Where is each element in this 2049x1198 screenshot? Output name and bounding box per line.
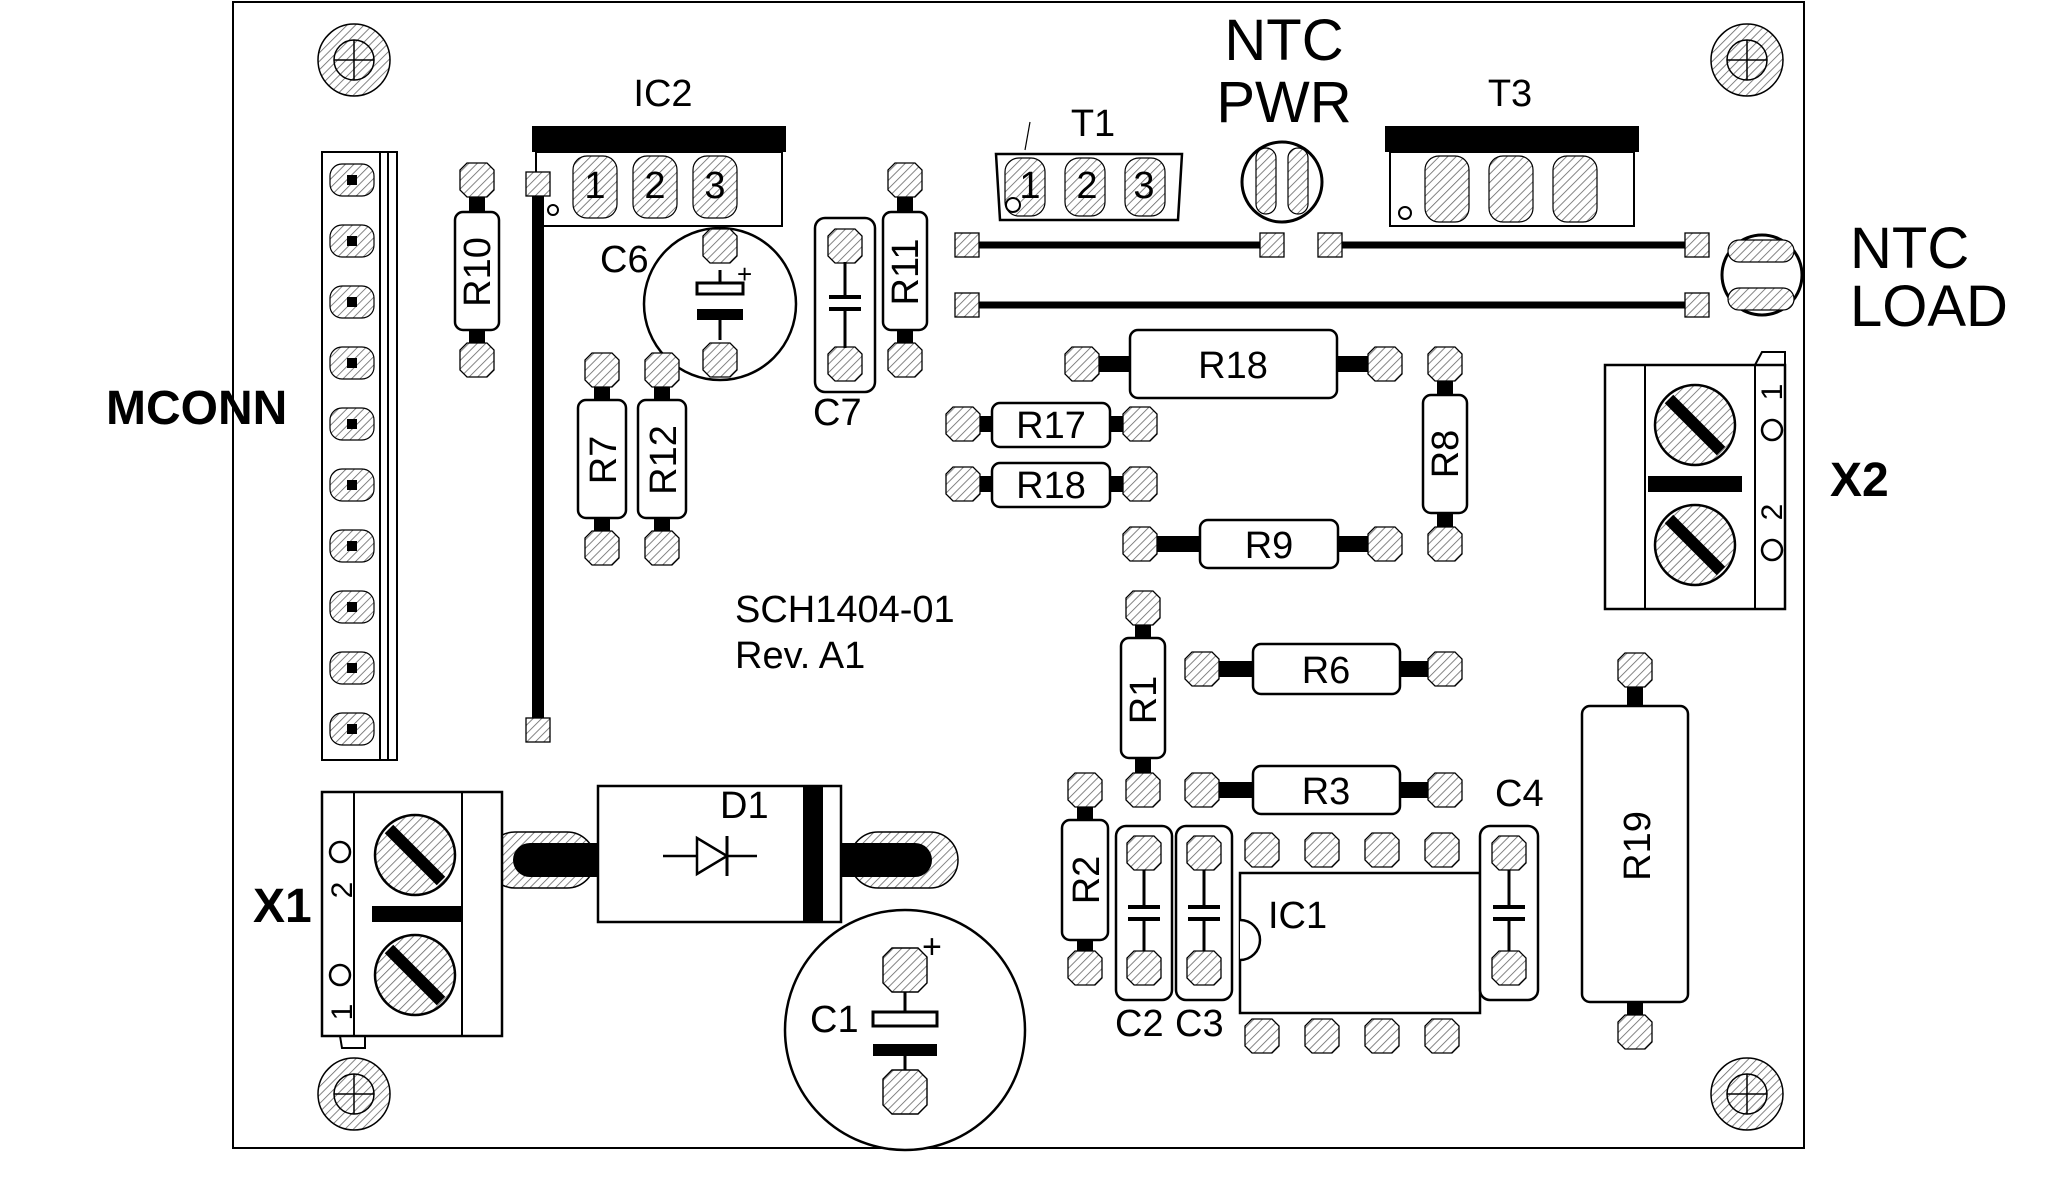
t1-pin-3: 3 [1133, 165, 1154, 207]
r11-label: R11 [885, 239, 927, 306]
ic2-pin-1: 1 [584, 165, 605, 207]
terminal-block-x2: 1 2 [1603, 351, 1789, 611]
capacitor-c6: + [642, 226, 798, 382]
t3-label: T3 [1488, 73, 1532, 115]
resistor-r17: R17 [945, 401, 1158, 449]
resistor-r7: R7 [576, 352, 628, 566]
ntc-pwr-label-1: NTC [1224, 8, 1343, 73]
t1-label: T1 [1071, 103, 1115, 145]
resistor-r10: R10 [453, 162, 501, 378]
jumper-wire-second [954, 292, 1710, 318]
c6-label: C6 [600, 239, 649, 281]
r2-label: R2 [1066, 856, 1108, 905]
mconn-label: MCONN [106, 382, 287, 435]
resistor-r1: R1 [1119, 590, 1167, 808]
r12-label: R12 [643, 425, 685, 495]
jumper-wire-top-right [1317, 232, 1710, 258]
r18a-label: R18 [1198, 345, 1268, 387]
x2-pin-2: 2 [1756, 504, 1789, 521]
resistor-r9: R9 [1122, 518, 1403, 570]
ntc-load-label-1: NTC [1850, 216, 1969, 281]
r10-label: R10 [457, 237, 499, 307]
capacitor-c2 [1114, 824, 1174, 1002]
mconn-pin-hole [347, 419, 357, 429]
c3-label: C3 [1175, 1003, 1224, 1045]
board-rev: Rev. A1 [735, 635, 865, 677]
resistor-r8: R8 [1421, 346, 1469, 562]
resistor-r12: R12 [636, 352, 688, 566]
r7-label: R7 [583, 436, 625, 485]
resistor-r2: R2 [1060, 772, 1110, 986]
x1-pin-2: 2 [326, 882, 359, 899]
ic2-pin-3: 3 [704, 165, 725, 207]
board-id: SCH1404-01 [735, 589, 955, 631]
mconn-pin-hole [347, 175, 357, 185]
r6-label: R6 [1302, 650, 1351, 692]
resistor-r6: R6 [1184, 642, 1463, 696]
capacitor-c3 [1174, 824, 1234, 1002]
mounting-hole-icon [1710, 23, 1784, 97]
ntc-load-label-2: LOAD [1850, 274, 2008, 339]
r1-label: R1 [1123, 676, 1165, 725]
capacitor-c7 [813, 216, 877, 394]
mconn-pin-hole [347, 541, 357, 551]
resistor-r19: R19 [1580, 652, 1690, 1050]
r8-label: R8 [1425, 430, 1467, 479]
c7-label: C7 [813, 392, 862, 434]
r3-label: R3 [1302, 771, 1351, 813]
c1-label: C1 [810, 999, 859, 1041]
x1-pin-1: 1 [326, 1004, 359, 1021]
r9-label: R9 [1245, 525, 1294, 567]
ic2-regulator: 1 2 3 [532, 126, 786, 227]
c1-plus: + [922, 928, 942, 966]
mconn-connector [321, 151, 398, 761]
transistor-t1: 1 2 3 [994, 121, 1184, 222]
mounting-hole-icon [317, 23, 391, 97]
capacitor-c1: + [783, 908, 1027, 1152]
t1-pin-1: 1 [1019, 165, 1040, 207]
ntc-load-thermistor [1720, 233, 1804, 317]
r17-label: R17 [1016, 405, 1086, 447]
terminal-block-x1: 2 1 [320, 790, 504, 1049]
mconn-pin-hole [347, 297, 357, 307]
c2-label: C2 [1115, 1003, 1164, 1045]
resistor-r18-large: R18 [1064, 328, 1403, 400]
ntc-pwr-label-2: PWR [1216, 70, 1351, 135]
ic2-pin-2: 2 [644, 165, 665, 207]
capacitor-c4 [1478, 824, 1540, 1002]
r18b-label: R18 [1016, 465, 1086, 507]
mconn-pin-hole [347, 358, 357, 368]
ic2-label: IC2 [633, 73, 692, 115]
mconn-pin-hole [347, 724, 357, 734]
mconn-pin-hole [347, 480, 357, 490]
jumper-wire-top-left [954, 232, 1285, 258]
diode-d1 [486, 784, 959, 924]
t1-pin-2: 2 [1076, 165, 1097, 207]
x2-label: X2 [1830, 454, 1889, 507]
resistor-r18-small: R18 [945, 461, 1158, 509]
jumper-wire-vertical [525, 171, 551, 743]
mounting-hole-icon [1710, 1057, 1784, 1131]
resistor-r11: R11 [881, 162, 929, 378]
mconn-pin-hole [347, 236, 357, 246]
c6-plus: + [737, 259, 752, 289]
r19-label: R19 [1617, 811, 1659, 881]
c4-label: C4 [1495, 773, 1544, 815]
x2-pin-1: 1 [1756, 384, 1789, 401]
transistor-t3 [1385, 126, 1639, 227]
x1-label: X1 [253, 880, 312, 933]
mounting-hole-icon [317, 1057, 391, 1131]
ic1-label: IC1 [1268, 895, 1327, 937]
ntc-pwr-thermistor [1240, 140, 1324, 224]
d1-label: D1 [720, 785, 769, 827]
mconn-pin-hole [347, 663, 357, 673]
resistor-r3: R3 [1184, 764, 1463, 816]
mconn-pin-hole [347, 602, 357, 612]
